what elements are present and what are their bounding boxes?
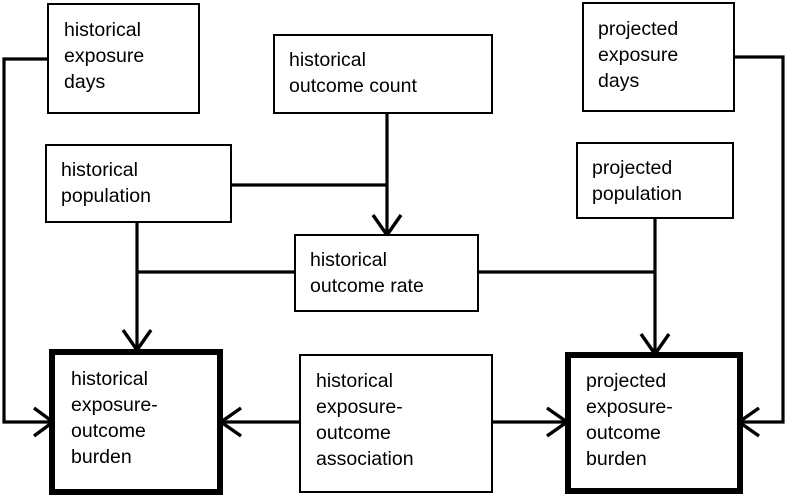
node-box-historical-outcome-rate[interactable]: [294, 234, 479, 312]
node-label-historical-burden-line1: historical: [71, 368, 148, 390]
node-projected-population[interactable]: projected population: [576, 142, 734, 219]
node-projected-exposure-outcome-burden[interactable]: projected exposure- outcome burden: [565, 352, 743, 494]
node-label-historical-burden-line3: outcome: [71, 420, 146, 442]
node-box-historical-exposure-days[interactable]: [47, 3, 200, 114]
node-label-historical-outcome-rate-line1: historical: [310, 249, 387, 271]
node-box-projected-population[interactable]: [576, 142, 734, 219]
node-historical-population[interactable]: historical population: [45, 144, 232, 223]
node-box-projected-exposure-days[interactable]: [582, 2, 735, 112]
node-label-projected-population-line1: projected: [592, 157, 672, 179]
node-projected-exposure-days[interactable]: projected exposure days: [582, 2, 735, 112]
node-label-historical-outcome-count-line2: outcome count: [289, 75, 417, 97]
node-label-historical-exposure-days-line3: days: [64, 71, 105, 93]
node-label-association-line2: exposure-: [316, 396, 403, 418]
edge-hist-population-to-hist-burden: [121, 222, 153, 353]
node-label-historical-population-line1: historical: [61, 159, 138, 181]
node-label-historical-population-line2: population: [61, 185, 151, 207]
edge-hist-outcome-count-to-hist-outcome-rate: [371, 113, 403, 238]
node-label-association-line3: outcome: [316, 422, 391, 444]
node-historical-exposure-outcome-burden[interactable]: historical exposure- outcome burden: [49, 349, 223, 495]
node-box-historical-exposure-outcome-burden[interactable]: [49, 349, 223, 495]
node-label-projected-burden-line1: projected: [586, 370, 666, 392]
node-historical-outcome-rate[interactable]: historical outcome rate: [294, 234, 479, 312]
node-label-association-line1: historical: [316, 370, 393, 392]
node-historical-exposure-days[interactable]: historical exposure days: [47, 3, 200, 114]
node-label-historical-exposure-days-line2: exposure: [64, 45, 144, 67]
node-label-projected-exposure-days-line3: days: [598, 70, 639, 92]
node-label-historical-exposure-days-line1: historical: [64, 19, 141, 41]
node-label-projected-exposure-days-line1: projected: [598, 18, 678, 40]
node-box-historical-outcome-count[interactable]: [273, 34, 493, 114]
edge-association-to-hist-burden: [218, 406, 300, 438]
node-box-historical-exposure-outcome-association[interactable]: [299, 354, 493, 493]
node-label-projected-burden-line4: burden: [586, 448, 647, 470]
edge-proj-population-to-proj-burden: [639, 218, 671, 357]
node-label-projected-population-line2: population: [592, 183, 682, 205]
node-label-projected-burden-line2: exposure-: [586, 396, 673, 418]
node-historical-exposure-outcome-association[interactable]: historical exposure- outcome association: [299, 354, 493, 493]
node-label-historical-outcome-count-line1: historical: [289, 49, 366, 71]
node-label-projected-exposure-days-line2: exposure: [598, 44, 678, 66]
edge-hist-exposure-days-to-hist-burden: [2, 57, 56, 438]
node-label-historical-burden-line4: burden: [71, 446, 132, 468]
node-box-historical-population[interactable]: [45, 144, 232, 223]
node-label-historical-outcome-rate-line2: outcome rate: [310, 275, 424, 297]
node-label-association-line4: association: [316, 448, 414, 470]
node-label-historical-burden-line2: exposure-: [71, 394, 158, 416]
node-label-projected-burden-line3: outcome: [586, 422, 661, 444]
edge-association-to-proj-burden: [492, 406, 570, 438]
node-historical-outcome-count[interactable]: historical outcome count: [273, 34, 493, 114]
node-box-projected-exposure-outcome-burden[interactable]: [565, 352, 743, 494]
